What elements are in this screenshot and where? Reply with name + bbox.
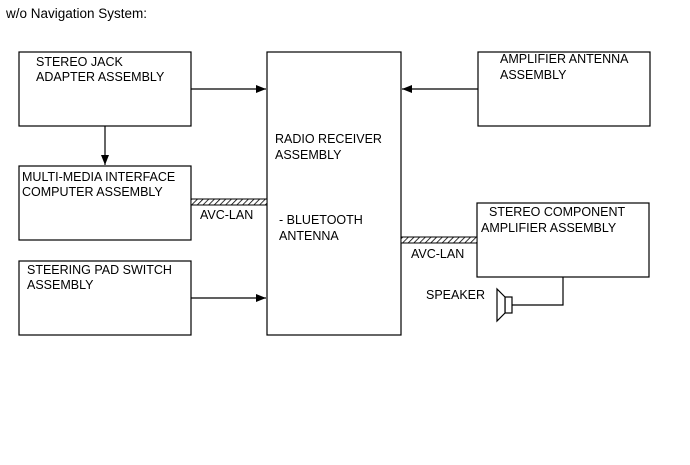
stereo-component-label-line1: STEREO COMPONENT [489,205,625,219]
speaker-icon [496,287,513,323]
amp-antenna-label-line2: ASSEMBLY [500,68,567,82]
avc-lan-label-right: AVC-LAN [411,247,464,261]
radio-receiver-block: RADIO RECEIVER ASSEMBLY - BLUETOOTH ANTE… [266,51,402,336]
avc-lan-bus-right [400,236,478,244]
stereo-component-amplifier-block: STEREO COMPONENT AMPLIFIER ASSEMBLY [476,202,650,278]
steering-label-line1: STEERING PAD SWITCH [27,263,172,277]
steering-label-line2: ASSEMBLY [27,278,94,292]
radio-label-line1: RADIO RECEIVER [275,132,382,146]
radio-label-line2: ASSEMBLY [275,148,342,162]
diagram-title: w/o Navigation System: [5,6,147,21]
amplifier-antenna-block: AMPLIFIER ANTENNA ASSEMBLY [477,51,651,127]
bluetooth-label-line2: ANTENNA [279,229,339,243]
stereo-component-label-line2: AMPLIFIER ASSEMBLY [481,221,617,235]
multimedia-interface-block: MULTI-MEDIA INTERFACE COMPUTER ASSEMBLY [18,165,192,241]
multimedia-label-line1: MULTI-MEDIA INTERFACE [22,170,175,184]
stereo-jack-label-line1: STEREO JACK [36,55,123,69]
stereo-jack-label-line2: ADAPTER ASSEMBLY [36,70,165,84]
bluetooth-label-line1: - BLUETOOTH [279,213,363,227]
speaker-wire [512,277,564,306]
speaker-label: SPEAKER [426,288,485,302]
amp-antenna-label-line1: AMPLIFIER ANTENNA [500,52,629,66]
steering-pad-switch-block: STEERING PAD SWITCH ASSEMBLY [18,260,192,336]
multimedia-label-line2: COMPUTER ASSEMBLY [22,185,163,199]
avc-lan-bus-left [190,198,268,206]
avc-lan-label-left: AVC-LAN [200,208,253,222]
stereo-jack-adapter-block: STEREO JACK ADAPTER ASSEMBLY [18,51,192,127]
